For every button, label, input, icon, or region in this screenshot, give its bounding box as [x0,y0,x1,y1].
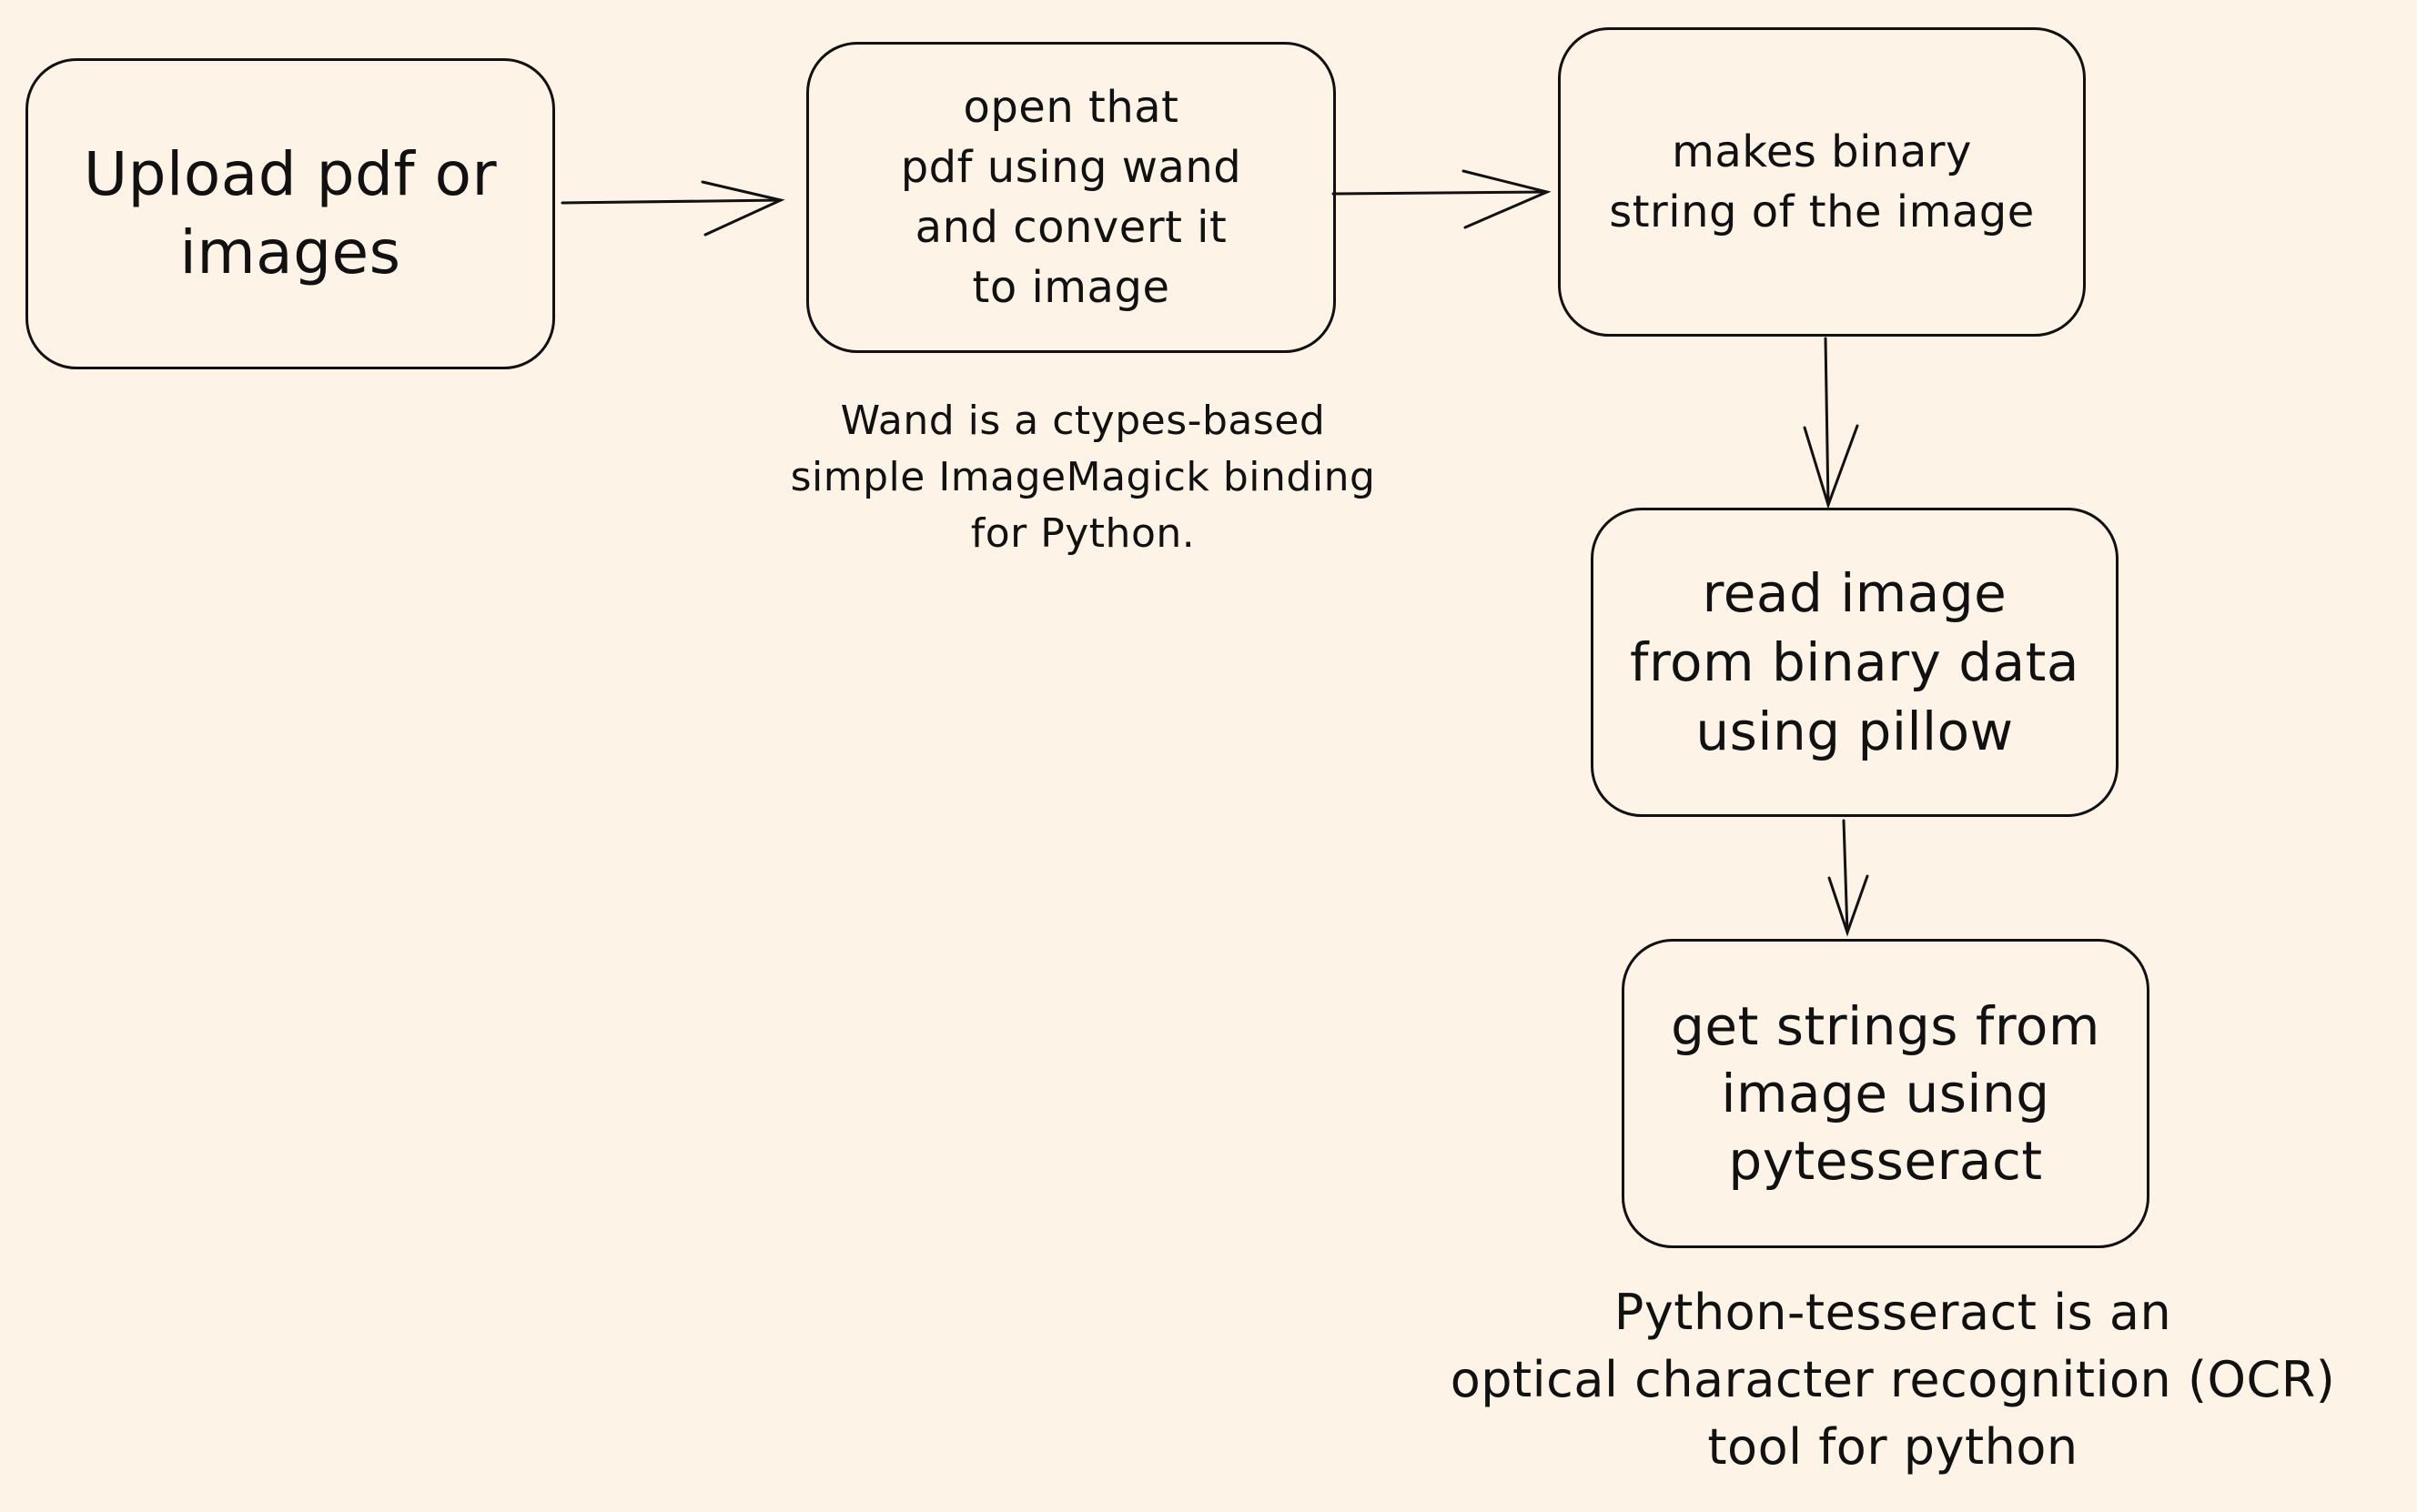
note-tesseract: Python-tesseract is an optical character… [1450,1284,2336,1476]
arrow-upload-to-wand [561,180,785,237]
node-wand: open that pdf using wand and convert it … [806,42,1336,353]
arrow-binary-to-pillow [1803,337,1859,509]
node-pillow-label: read image from binary data using pillow [1630,562,2079,762]
node-wand-label: open that pdf using wand and convert it … [900,82,1242,313]
node-binary: makes binary string of the image [1558,27,2086,337]
node-binary-label: makes binary string of the image [1609,126,2035,237]
node-upload-label: Upload pdf or images [83,139,498,287]
node-upload: Upload pdf or images [25,58,555,369]
note-wand: Wand is a ctypes-based simple ImageMagic… [790,398,1376,557]
node-tesseract: get strings from image using pytesseract [1622,939,2149,1248]
node-tesseract-label: get strings from image using pytesseract [1671,995,2100,1192]
arrow-pillow-to-tesseract [1827,819,1869,937]
arrow-wand-to-binary [1331,169,1552,229]
node-pillow: read image from binary data using pillow [1591,508,2119,817]
